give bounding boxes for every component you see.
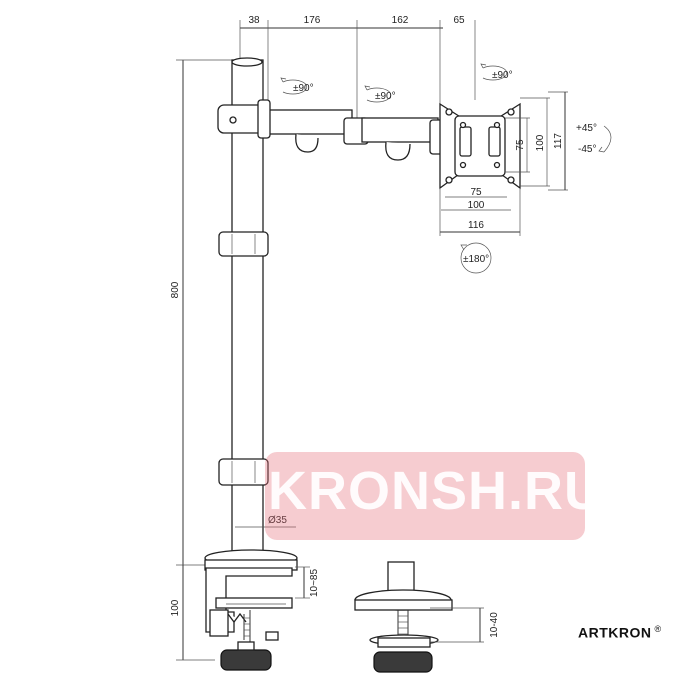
- dim-vesa-v-117: 117: [553, 133, 564, 149]
- dim-vesa-h-100: 100: [468, 200, 485, 211]
- clamp-range-dimension: 10~85: [295, 566, 320, 599]
- dim-pole-diameter: Ø35: [268, 515, 287, 526]
- dim-top-1: 38: [248, 15, 260, 26]
- brand-name: ARTKRON: [578, 624, 652, 641]
- vesa-vertical-dims: 75 100 117: [505, 91, 568, 191]
- arm-segment-2: [361, 117, 439, 143]
- arm-segment-1: [261, 109, 353, 135]
- pole-collar: [217, 104, 265, 134]
- rotation-arm-joint-2: ±90°: [364, 85, 396, 103]
- clamp-knob: [220, 649, 272, 671]
- pole-diameter-callout: Ø35: [235, 515, 296, 528]
- pole: [218, 57, 269, 561]
- dim-vesa-h-116: 116: [468, 220, 484, 231]
- rot-head-rotate: ±180°: [463, 254, 489, 265]
- brand-logo: ARTKRON®: [578, 624, 662, 641]
- grommet-knob: [373, 651, 433, 673]
- clamp-plate: [215, 597, 293, 609]
- grommet-mount: [354, 561, 453, 673]
- rotation-head-swivel: ±90°: [480, 63, 513, 81]
- vesa-plate: [439, 102, 521, 190]
- rotation-arm-joint-1: ±90°: [280, 77, 314, 95]
- cable-clip-lower: [218, 458, 269, 486]
- height-dimension: 800: [170, 59, 240, 566]
- dim-clamp-range: 10~85: [309, 569, 320, 598]
- brand-registered-mark: ®: [654, 624, 662, 634]
- rot-tilt-up: +45°: [576, 123, 597, 134]
- rotation-tilt: +45° -45°: [576, 123, 612, 155]
- rot-arm-joint-2: ±90°: [375, 91, 396, 102]
- clamp-height-dimension: 100: [170, 565, 215, 661]
- rotation-head-rotate: ±180°: [460, 242, 492, 274]
- dim-height: 800: [170, 281, 181, 298]
- top-dimension-chain: 38 176 162 65: [239, 15, 476, 120]
- dim-clamp-height: 100: [170, 599, 181, 616]
- desk-clamp: [204, 549, 298, 671]
- cable-hook-1: [295, 133, 319, 153]
- watermark-text: KRONSH.RU: [268, 461, 605, 521]
- grommet-range-dimension: 10-40: [430, 607, 500, 643]
- vesa-horizontal-dims: 75 100 116: [439, 187, 521, 236]
- cable-clip-upper: [218, 231, 269, 257]
- dim-vesa-v-75: 75: [515, 139, 526, 151]
- watermark-banner: [265, 452, 585, 540]
- rot-arm-joint-1: ±90°: [293, 83, 314, 94]
- dim-vesa-v-100: 100: [535, 134, 546, 151]
- dim-top-2: 176: [304, 15, 321, 26]
- arm: [217, 99, 448, 161]
- dim-top-3: 162: [392, 15, 409, 26]
- dim-top-4: 65: [453, 15, 465, 26]
- rot-tilt-down: -45°: [578, 144, 596, 155]
- dim-grommet-range: 10-40: [489, 612, 500, 638]
- dim-vesa-h-75: 75: [470, 187, 482, 198]
- cable-hook-2: [385, 141, 411, 161]
- rot-head-swivel: ±90°: [492, 70, 513, 81]
